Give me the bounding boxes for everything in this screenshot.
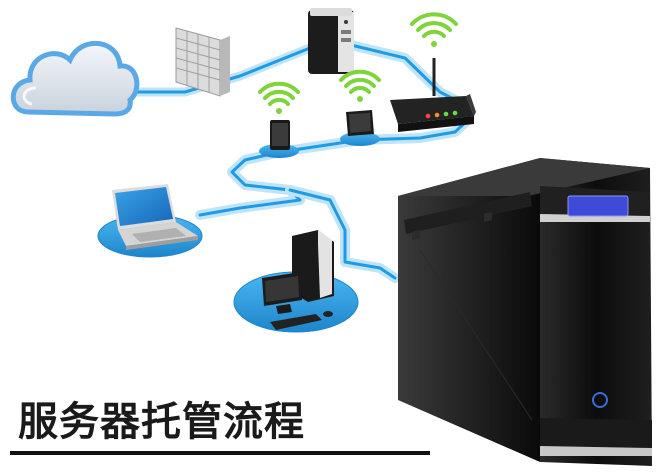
router-icon [390,58,476,132]
wifi-icon [258,81,300,114]
firewall-icon [175,27,230,97]
server-icon [308,8,354,74]
page-title: 服务器托管流程 [18,399,305,445]
tablet-icon [259,120,299,158]
wifi-icon [339,69,381,102]
title-underline [10,451,430,455]
wifi-icon [410,12,458,47]
tower-server-icon [398,158,652,466]
laptop-icon [97,184,203,258]
tablet-icon [340,110,380,146]
cloud-icon [10,41,140,117]
desktop-icon [233,230,359,333]
